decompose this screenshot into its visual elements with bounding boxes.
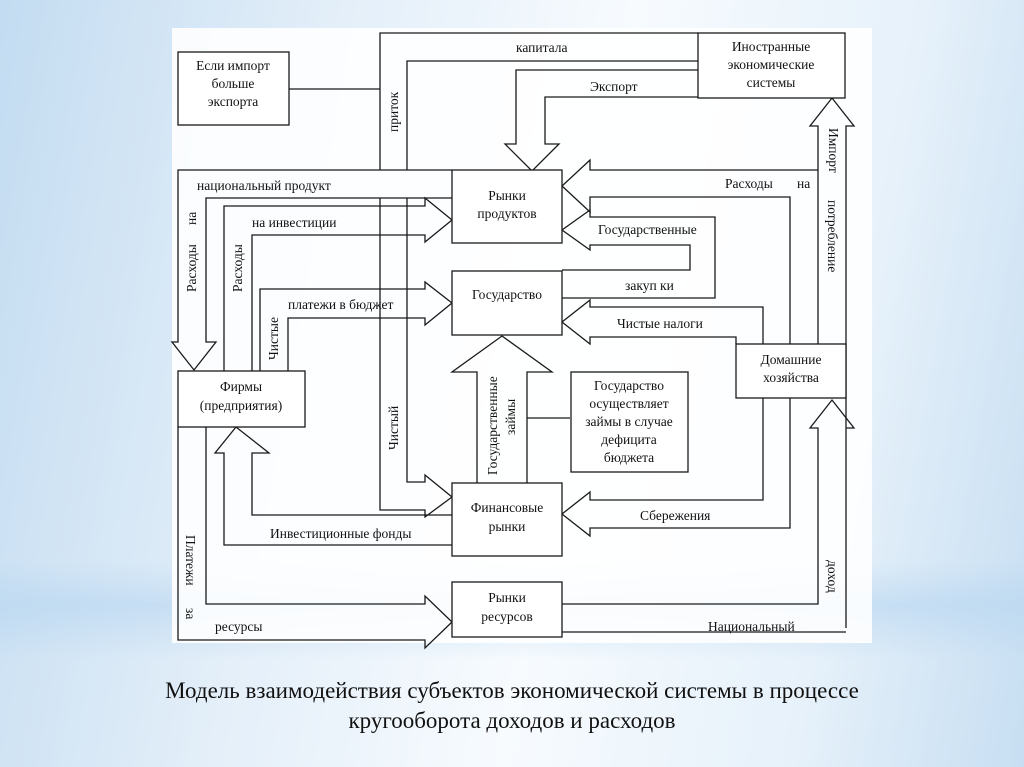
label-firms-1: Фирмы: [220, 379, 262, 394]
flow-budget-a: Чистые: [266, 317, 281, 360]
net-flow-arrow: [379, 198, 454, 519]
label-gov-borrows-1: Государство: [594, 378, 664, 393]
node-government: [451, 270, 563, 336]
label-gov-borrows-2: осуществляет: [589, 396, 668, 411]
flow-national-income-a: Национальный: [708, 619, 795, 634]
node-product-markets: [451, 169, 563, 244]
label-households-2: хозяйства: [763, 370, 819, 385]
node-firms: [177, 370, 306, 428]
flow-gdp-spend-c: национальный продукт: [197, 178, 331, 193]
flow-resource-pay-c: ресурсы: [215, 619, 262, 634]
label-financial-markets-2: рынки: [489, 519, 526, 534]
label-gov-borrows-4: дефицита: [601, 432, 657, 447]
flow-consumption-b: на: [797, 176, 810, 191]
label-product-markets-1: Рынки: [488, 188, 526, 203]
capital-inflow-channel: [379, 32, 698, 170]
flow-gov-loans-1: Государственные: [485, 376, 500, 475]
flow-invest-a: Расходы: [230, 244, 245, 292]
caption-line-1: Модель взаимодействия субъектов экономич…: [165, 678, 859, 703]
flow-net-taxes: Чистые налоги: [617, 316, 703, 331]
label-import-gt-export-2: больше: [212, 76, 255, 91]
flow-gov-purchases-b: закуп ки: [625, 278, 674, 293]
flow-consumption-a: Расходы: [725, 176, 773, 191]
label-resource-markets-2: ресурсов: [481, 609, 533, 624]
label-import-gt-export-1: Если импорт: [196, 58, 270, 73]
node-households: [735, 343, 847, 399]
consumption-arrow: [561, 158, 818, 344]
flow-resource-pay-a: Платежи: [183, 535, 198, 586]
flow-national-income-b: доход: [825, 560, 840, 593]
label-product-markets-2: продуктов: [477, 206, 536, 221]
label-foreign-1: Иностранные: [732, 39, 810, 54]
budget-payments-arrow: [259, 280, 454, 371]
caption-line-2: кругооборота доходов и расходов: [348, 708, 676, 733]
label-foreign-3: системы: [747, 75, 796, 90]
label-import-gt-export-3: экспорта: [208, 94, 259, 109]
flow-export: Экспорт: [590, 79, 638, 94]
flow-gov-purchases-a: Государственные: [598, 222, 697, 237]
label-financial-markets-1: Финансовые: [471, 500, 544, 515]
label-firms-2: (предприятия): [200, 398, 282, 413]
flow-budget-b: платежи в бюджет: [288, 297, 393, 312]
flow-net: Чистый: [386, 406, 401, 450]
label-gov-borrows-5: бюджета: [604, 450, 654, 465]
flow-gdp-spend-b: на: [184, 212, 199, 225]
node-resource-markets: [451, 581, 563, 638]
label-foreign-2: экономические: [728, 57, 815, 72]
gov-loans-arrow: [449, 335, 555, 483]
flow-consumption-c: потребление: [825, 200, 840, 272]
diagram-caption: Модель взаимодействия субъектов экономич…: [0, 676, 1024, 736]
node-gov-borrows: [570, 371, 689, 473]
flow-invest-b: на инвестиции: [252, 215, 336, 230]
flow-gdp-spend-a: Расходы: [184, 244, 199, 292]
label-resource-markets-1: Рынки: [488, 590, 526, 605]
node-foreign-economies: [697, 32, 846, 99]
flow-investment-funds: Инвестиционные фонды: [270, 526, 411, 541]
node-import-gt-export: [177, 51, 290, 126]
flow-capital: капитала: [516, 40, 568, 55]
flow-savings: Сбережения: [640, 508, 710, 523]
label-gov-borrows-3: займы в случае: [585, 414, 673, 429]
national-income-arrow: [562, 398, 856, 633]
flow-import: Импорт: [826, 128, 841, 173]
label-government: Государство: [472, 287, 542, 302]
flow-capital-inflow: приток: [386, 91, 401, 132]
node-financial-markets: [451, 482, 563, 557]
label-households-1: Домашние: [761, 352, 822, 367]
gdp-spend-arrow: [170, 169, 452, 372]
flow-resource-pay-b: за: [183, 608, 198, 619]
flow-gov-loans-2: займы: [503, 399, 518, 435]
